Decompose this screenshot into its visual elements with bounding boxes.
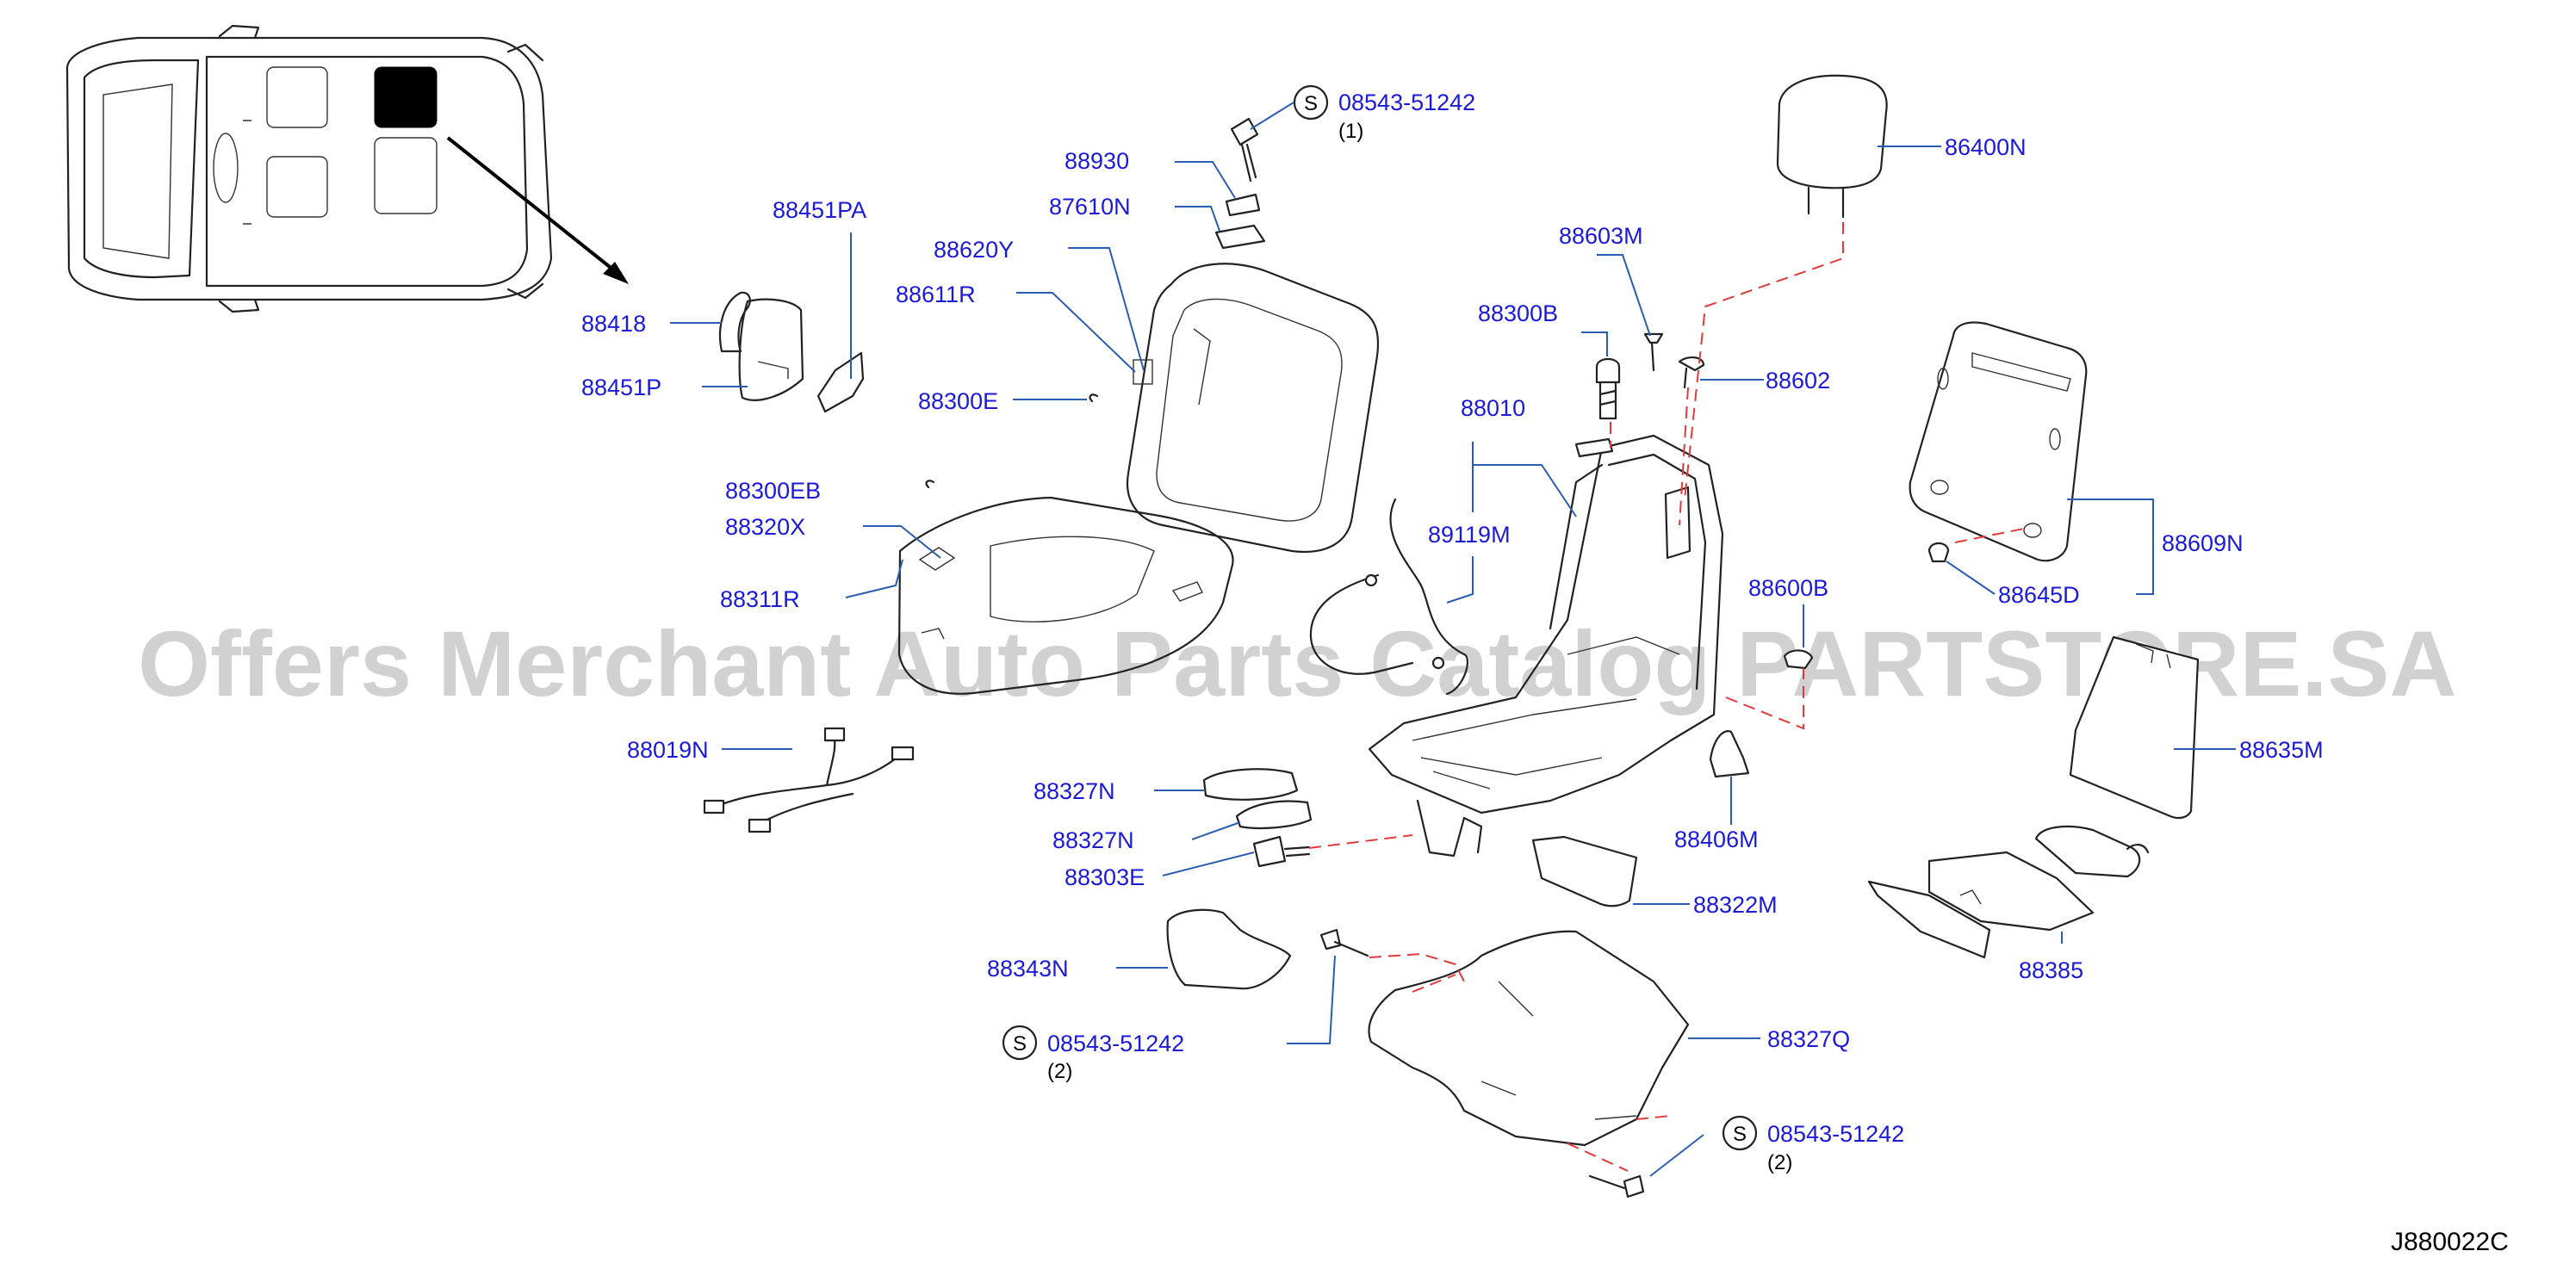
headrest-guide-parts [1175, 161, 1266, 250]
label-89119M: 89119M [1428, 522, 1511, 548]
label-88311R: 88311R [720, 586, 800, 612]
label-88300B: 88300B [1478, 300, 1558, 326]
vehicle-locator-illustration [65, 24, 629, 313]
headrest-fasteners [1581, 254, 1764, 526]
label-88602: 88602 [1766, 368, 1830, 393]
screw-callout-lower-right [1722, 1115, 1758, 1151]
label-88418: 88418 [581, 311, 646, 337]
label-88322M: 88322M [1693, 892, 1778, 918]
seat-back-and-cushion [845, 247, 1380, 695]
label-88609N: 88609N [2162, 530, 2244, 556]
label-88930: 88930 [1065, 148, 1129, 174]
label-88635M: 88635M [2239, 737, 2324, 763]
screw-hardware-top [1230, 84, 1329, 183]
screw-symbol-icon [1002, 1025, 1038, 1061]
label-88327N-a: 88327N [1034, 778, 1115, 804]
screw-callout-lower-left [1002, 1025, 1038, 1061]
label-88303E: 88303E [1065, 864, 1145, 890]
screw-symbol-s-3: S [1733, 1123, 1747, 1146]
screw-symbol-icon [1293, 84, 1329, 121]
seat-frame-drawing [1309, 434, 1724, 858]
label-88385: 88385 [2019, 957, 2083, 983]
label-88010: 88010 [1461, 395, 1525, 421]
screw-code-2: 08543-51242 [1047, 1031, 1184, 1056]
screw-code-1: 08543-51242 [1338, 90, 1475, 115]
screw-symbol-s: S [1304, 92, 1318, 115]
label-88300EB: 88300EB [725, 478, 821, 504]
label-88603M: 88603M [1559, 223, 1643, 249]
label-88620Y: 88620Y [934, 237, 1014, 263]
headrest-drawing [1684, 74, 1941, 500]
label-86400N: 86400N [1945, 134, 2027, 160]
screw-qty-2: (2) [1047, 1060, 1072, 1083]
label-88451PA: 88451PA [773, 197, 866, 223]
label-87610N: 87610N [1049, 194, 1131, 220]
label-88451P: 88451P [581, 375, 661, 400]
label-88327N-b: 88327N [1052, 827, 1134, 853]
label-88645D: 88645D [1998, 582, 2080, 608]
label-88327Q: 88327Q [1767, 1026, 1850, 1052]
label-88611R: 88611R [896, 282, 976, 307]
label-88019N: 88019N [627, 737, 709, 763]
screw-symbol-icon [1722, 1115, 1758, 1151]
rear-board-and-kick-panel [1867, 635, 2236, 959]
seat-wire-harness-drawing [703, 727, 915, 833]
lower-trim-clips [1116, 768, 1413, 990]
label-88300E: 88300E [918, 388, 998, 414]
label-88406M: 88406M [1674, 827, 1759, 852]
watermark-text: Offers Merchant Auto Parts Catalog PARTS… [138, 611, 2456, 715]
screw-code-3: 08543-51242 [1767, 1121, 1904, 1147]
side-clip-parts [1709, 604, 1814, 825]
screw-qty-3: (2) [1767, 1151, 1792, 1174]
screw-qty-1: (1) [1338, 120, 1363, 143]
garnish-parts-drawing [670, 232, 865, 413]
lower-cover-88327Q [1287, 928, 1760, 1198]
label-88320X: 88320X [725, 514, 805, 540]
highlighted-seat-marker [374, 66, 438, 128]
seat-back-board-drawing [1909, 321, 2154, 595]
side-trim-88322M [1531, 835, 1690, 907]
drawing-code: J880022C [2391, 1228, 2509, 1256]
label-88343N: 88343N [987, 956, 1069, 982]
label-88600B: 88600B [1748, 575, 1828, 601]
screw-symbol-s-2: S [1013, 1032, 1027, 1056]
